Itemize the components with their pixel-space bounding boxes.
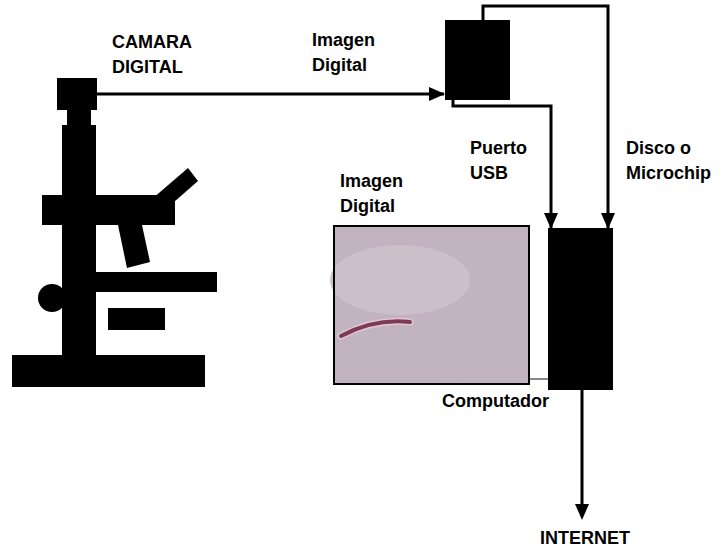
image-patch — [330, 245, 470, 315]
edge-label-anchor: Disco o Microchip — [626, 136, 726, 186]
destination-label: INTERNET — [540, 526, 630, 551]
bacillus-halo — [341, 321, 410, 336]
node-heading: Computador — [442, 389, 549, 414]
connector-label: Imagen Digital — [312, 28, 375, 78]
connector-arrow — [97, 93, 444, 96]
computer: Computador — [548, 228, 613, 390]
digital-camera: CAMARA DIGITAL — [57, 78, 97, 110]
connector-arrow — [453, 100, 551, 228]
edge-label-anchor: Imagen Digital — [312, 28, 375, 78]
microscope-objective — [118, 225, 150, 268]
node-heading: CAMARA DIGITAL — [112, 30, 191, 80]
microscope-stage — [62, 272, 217, 292]
connector-arrow — [530, 378, 548, 380]
microscope-condenser — [108, 308, 165, 330]
internet-arrow-head — [575, 504, 589, 520]
label-anchor: INTERNET — [540, 526, 630, 551]
microscope-eyepiece — [145, 168, 198, 216]
connector-label: Disco o Microchip — [626, 136, 726, 186]
node-heading: Imagen Digital — [340, 169, 403, 219]
bacillus — [341, 321, 410, 336]
digital-image: Imagen Digital — [333, 225, 530, 385]
microscope-column — [62, 125, 96, 360]
connector-label: Puerto USB — [470, 136, 527, 186]
microscope-base — [12, 355, 205, 387]
edge-label-anchor: Puerto USB — [470, 136, 527, 186]
microscope-knob — [38, 284, 66, 312]
internet-arrow-line — [581, 390, 584, 506]
capture-device — [445, 20, 510, 100]
